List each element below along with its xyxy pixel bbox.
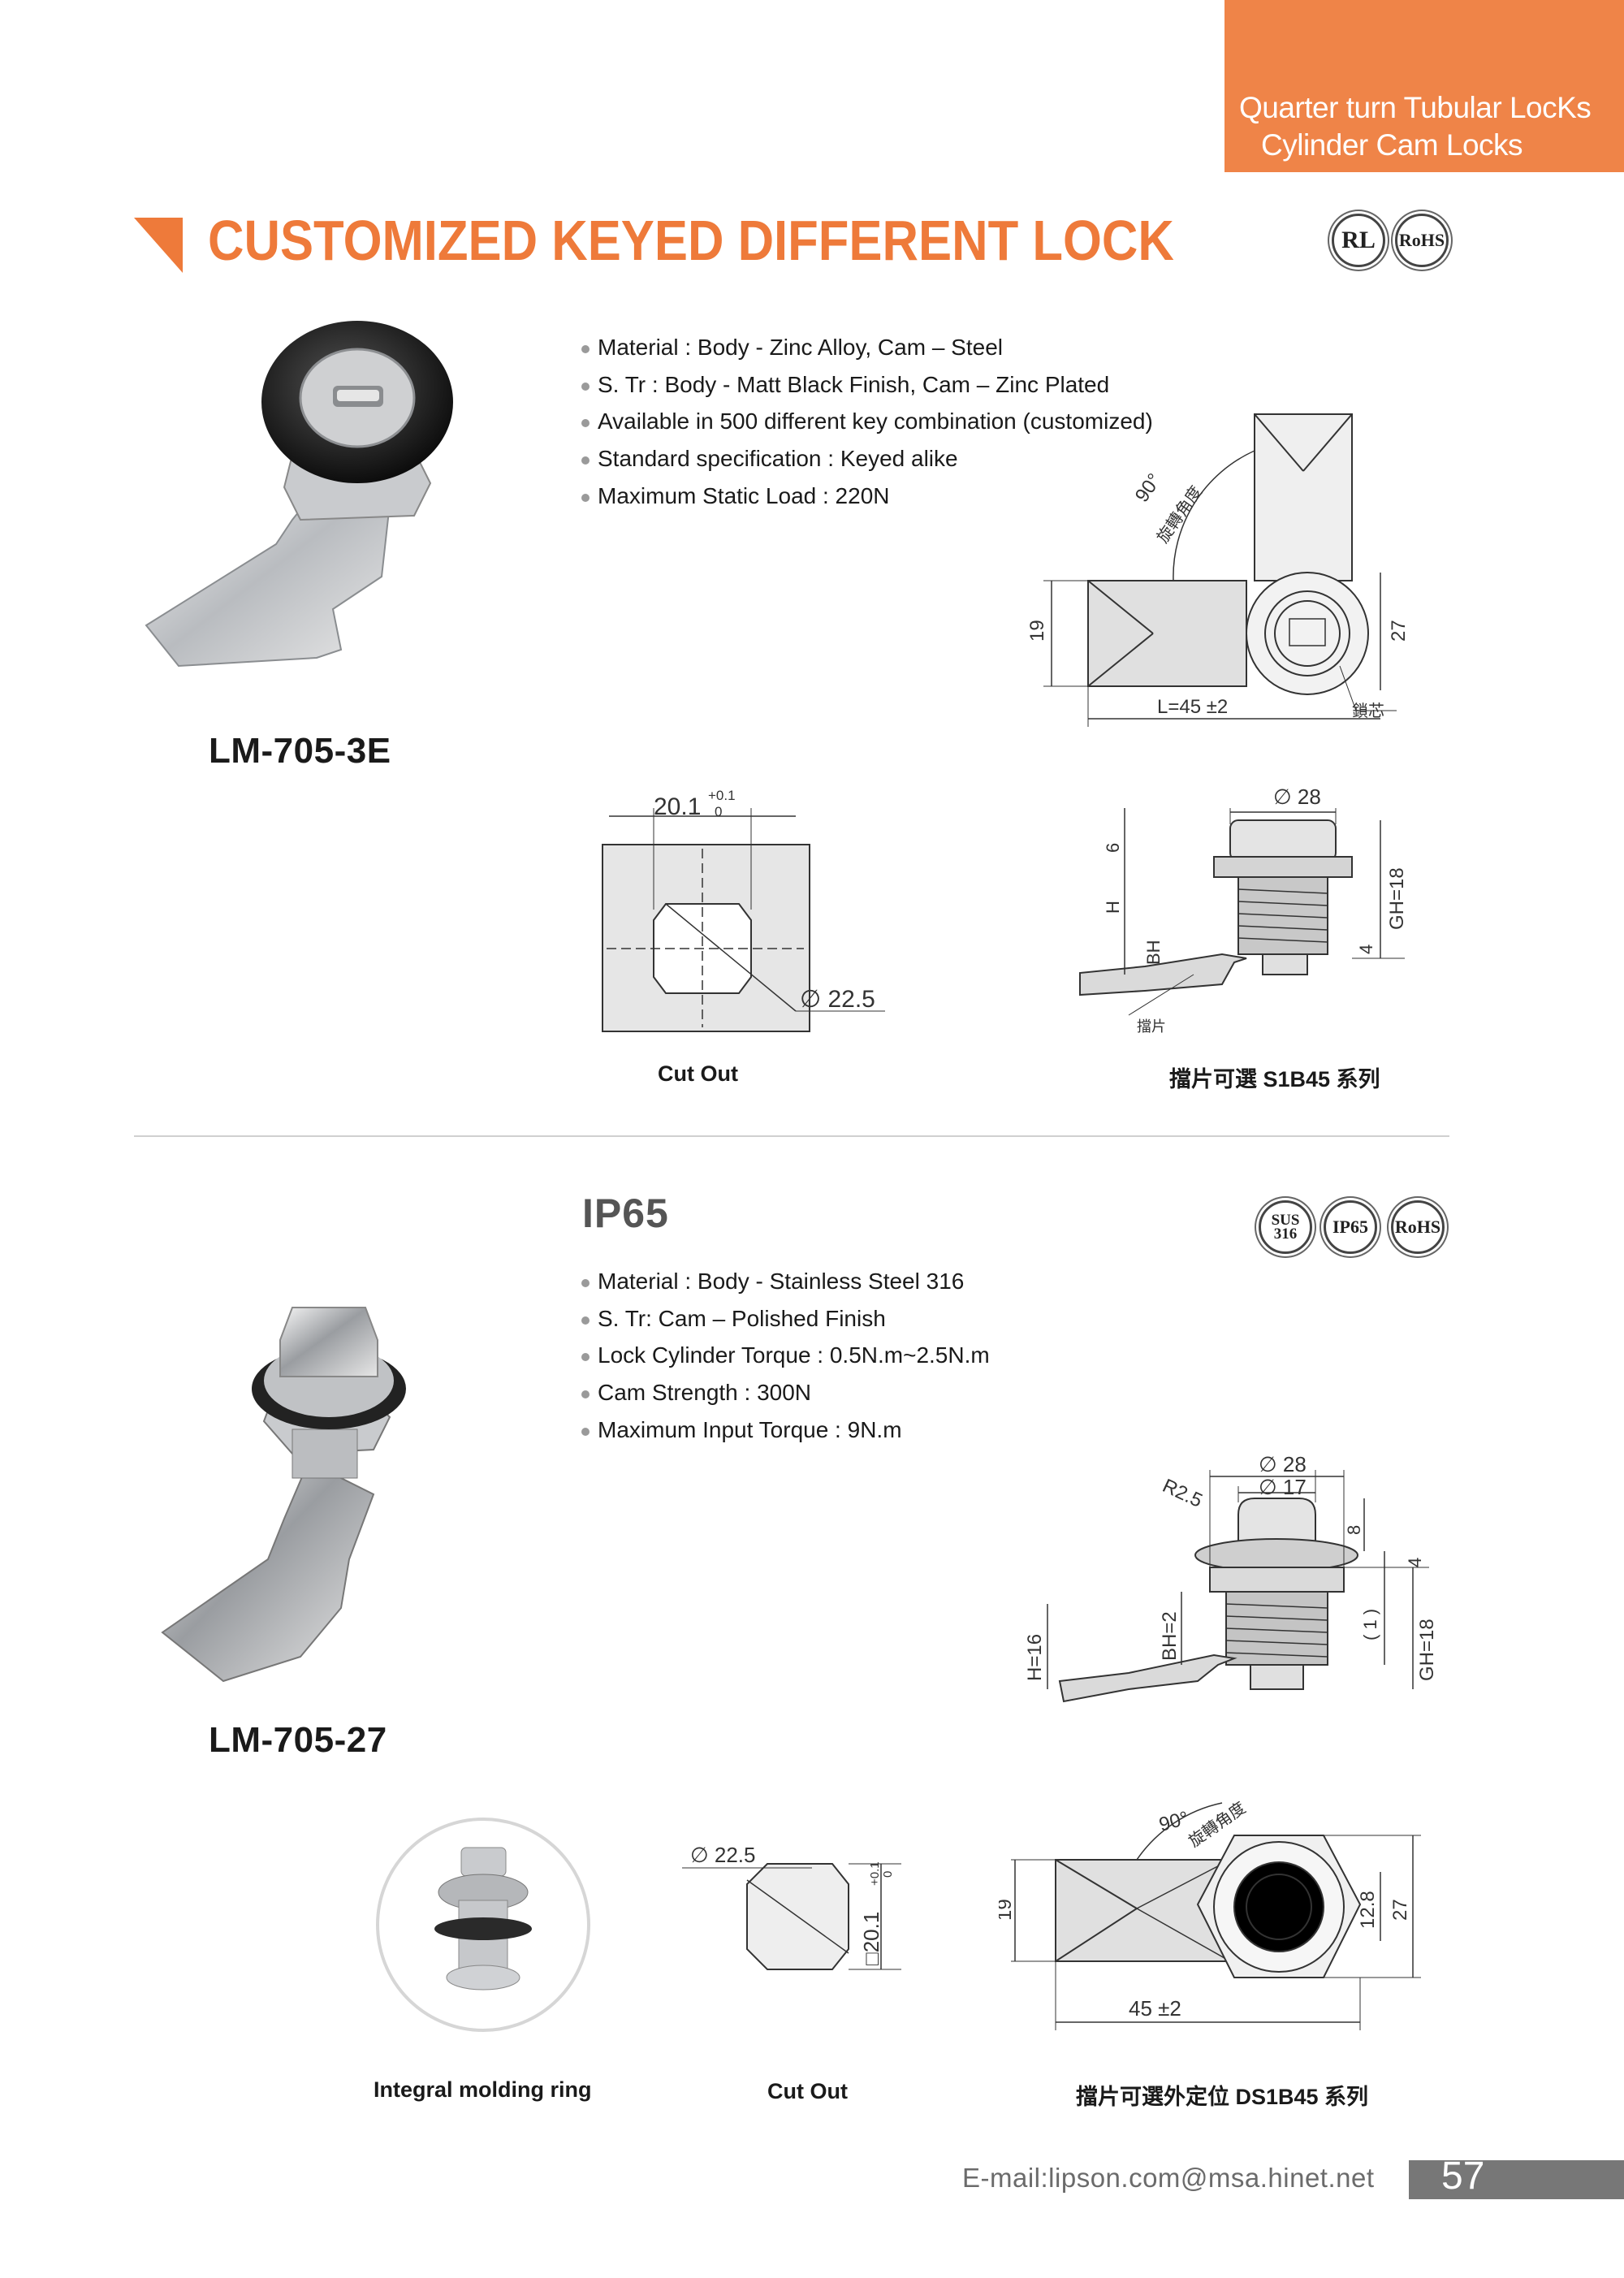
rotation2-caption: 擋片可選外定位 DS1B45 系列 — [1076, 2085, 1369, 2109]
lm-705-27-specs: Material : Body - Stainless Steel 316 S.… — [581, 1263, 990, 1449]
cutout2-diameter: ∅ 22.5 — [690, 1843, 755, 1867]
page-number: 57 — [1441, 2155, 1485, 2198]
rotation2-angle: 90° — [1157, 1807, 1191, 1835]
side2-gh: GH=18 — [1416, 1619, 1438, 1681]
side-diameter: ∅ 28 — [1273, 785, 1321, 809]
rotation2-dim-19: 19 — [999, 1899, 1016, 1921]
rl-badge: RL — [1332, 214, 1385, 267]
lm-705-27-rotation-drawing: 90° 旋轉角度 19 12.8 27 45 ±2 — [999, 1798, 1421, 2030]
cutout-diameter: ∅ 22.5 — [800, 986, 875, 1013]
spec-item: Lock Cylinder Torque : 0.5N.m~2.5N.m — [581, 1337, 990, 1374]
side-d6: 6 — [1103, 843, 1123, 853]
header-line-2: Cylinder Cam Locks — [1261, 128, 1523, 162]
page-title: CUSTOMIZED KEYED DIFFERENT LOCK — [208, 209, 1174, 272]
side2-h: H=16 — [1024, 1634, 1046, 1681]
header-line-1: Quarter turn Tubular LocKs — [1239, 91, 1592, 124]
cutout2-width: □20.1 — [859, 1912, 883, 1965]
side2-bh: BH=2 — [1159, 1611, 1181, 1661]
side2-d17: ∅ 17 — [1259, 1475, 1307, 1499]
ring-caption: Integral molding ring — [374, 2077, 592, 2102]
lm-705-27-side-drawing: ∅ 28 ∅ 17 R2.5 8 4 ( 1 ) H=16 BH=2 GH=18 — [1024, 1452, 1438, 1703]
lm-705-27-photo — [161, 1307, 406, 1683]
lm-705-3e-rotation-drawing: 90° 旋轉角度 19 27 L=45 ±2 鎖芯 — [1026, 413, 1410, 727]
page-number-bar — [1409, 2160, 1624, 2199]
side-bh: BH — [1143, 940, 1164, 965]
side2-d28: ∅ 28 — [1259, 1452, 1307, 1476]
spec-item: S. Tr: Cam – Polished Finish — [581, 1300, 990, 1338]
ip65-heading: IP65 — [582, 1191, 669, 1236]
molding-ring-photo — [376, 1818, 590, 2032]
side-d4: 4 — [1356, 944, 1376, 954]
spec-item: Cam Strength : 300N — [581, 1374, 990, 1411]
dim-19: 19 — [1026, 620, 1048, 642]
lm-705-3e-photo — [145, 321, 453, 668]
side-h: H — [1103, 901, 1123, 914]
dim-length: L=45 ±2 — [1157, 696, 1228, 718]
cutout2-tol-zero: 0 — [881, 1871, 895, 1878]
spec-item: Available in 500 different key combinati… — [581, 403, 1153, 440]
side2-d1: ( 1 ) — [1360, 1609, 1380, 1640]
spec-item: Material : Body - Stainless Steel 316 — [581, 1263, 990, 1300]
section-header-tab: Quarter turn Tubular LocKs Cylinder Cam … — [1224, 0, 1624, 172]
cutout-width: 20.1 — [654, 793, 701, 820]
rotation2-length: 45 ±2 — [1129, 1996, 1181, 2021]
side-cam-cn: 擋片 — [1137, 1018, 1166, 1035]
spec-item: Maximum Input Torque : 9N.m — [581, 1411, 990, 1449]
lm-705-27-model: LM-705-27 — [209, 1720, 387, 1760]
side2-d8: 8 — [1344, 1525, 1364, 1535]
spec-item: Material : Body - Zinc Alloy, Cam – Stee… — [581, 329, 1153, 366]
spec-item: Maximum Static Load : 220N — [581, 478, 1153, 515]
lm-705-3e-cutout-drawing: 20.1 +0.1 0 ∅ 22.5 — [602, 788, 885, 1032]
spec-item: S. Tr : Body - Matt Black Finish, Cam – … — [581, 366, 1153, 404]
lm-705-3e-side-drawing: ∅ 28 6 H BH 4 GH=18 擋片 — [1079, 785, 1408, 1035]
rohs-badge-2: RoHS — [1391, 1200, 1445, 1254]
rotation2-dim-12-8: 12.8 — [1357, 1891, 1379, 1929]
dim-27: 27 — [1388, 620, 1410, 642]
side-caption-1: 擋片可選 S1B45 系列 — [1169, 1067, 1380, 1091]
rotation2-dim-27: 27 — [1389, 1899, 1411, 1921]
sus316-badge: SUS 316 — [1259, 1200, 1312, 1254]
cutout-tol-plus: +0.1 — [708, 788, 736, 803]
side2-r: R2.5 — [1159, 1475, 1205, 1512]
cutout-tol-zero: 0 — [715, 804, 722, 819]
section-divider — [134, 1135, 1449, 1137]
cutout-caption-2: Cut Out — [767, 2079, 848, 2103]
core-cn-label: 鎖芯 — [1352, 702, 1384, 720]
lm-705-3e-model: LM-705-3E — [209, 731, 391, 771]
rotation-angle-label: 90° — [1131, 469, 1166, 506]
lm-705-27-cutout-drawing: ∅ 22.5 □20.1 +0.1 0 — [682, 1843, 901, 1970]
rohs-badge: RoHS — [1395, 214, 1449, 267]
title-arrow-icon — [134, 218, 183, 273]
spec-item: Standard specification : Keyed alike — [581, 440, 1153, 478]
cutout-caption-1: Cut Out — [658, 1061, 738, 1086]
ip65-badge: IP65 — [1324, 1200, 1377, 1254]
lm-705-3e-specs: Material : Body - Zinc Alloy, Cam – Stee… — [581, 329, 1153, 515]
footer-email: E-mail:lipson.com@msa.hinet.net — [962, 2163, 1375, 2193]
cutout2-tol-plus: +0.1 — [868, 1861, 882, 1886]
side-gh: GH=18 — [1386, 867, 1408, 930]
side2-d4: 4 — [1405, 1558, 1425, 1567]
